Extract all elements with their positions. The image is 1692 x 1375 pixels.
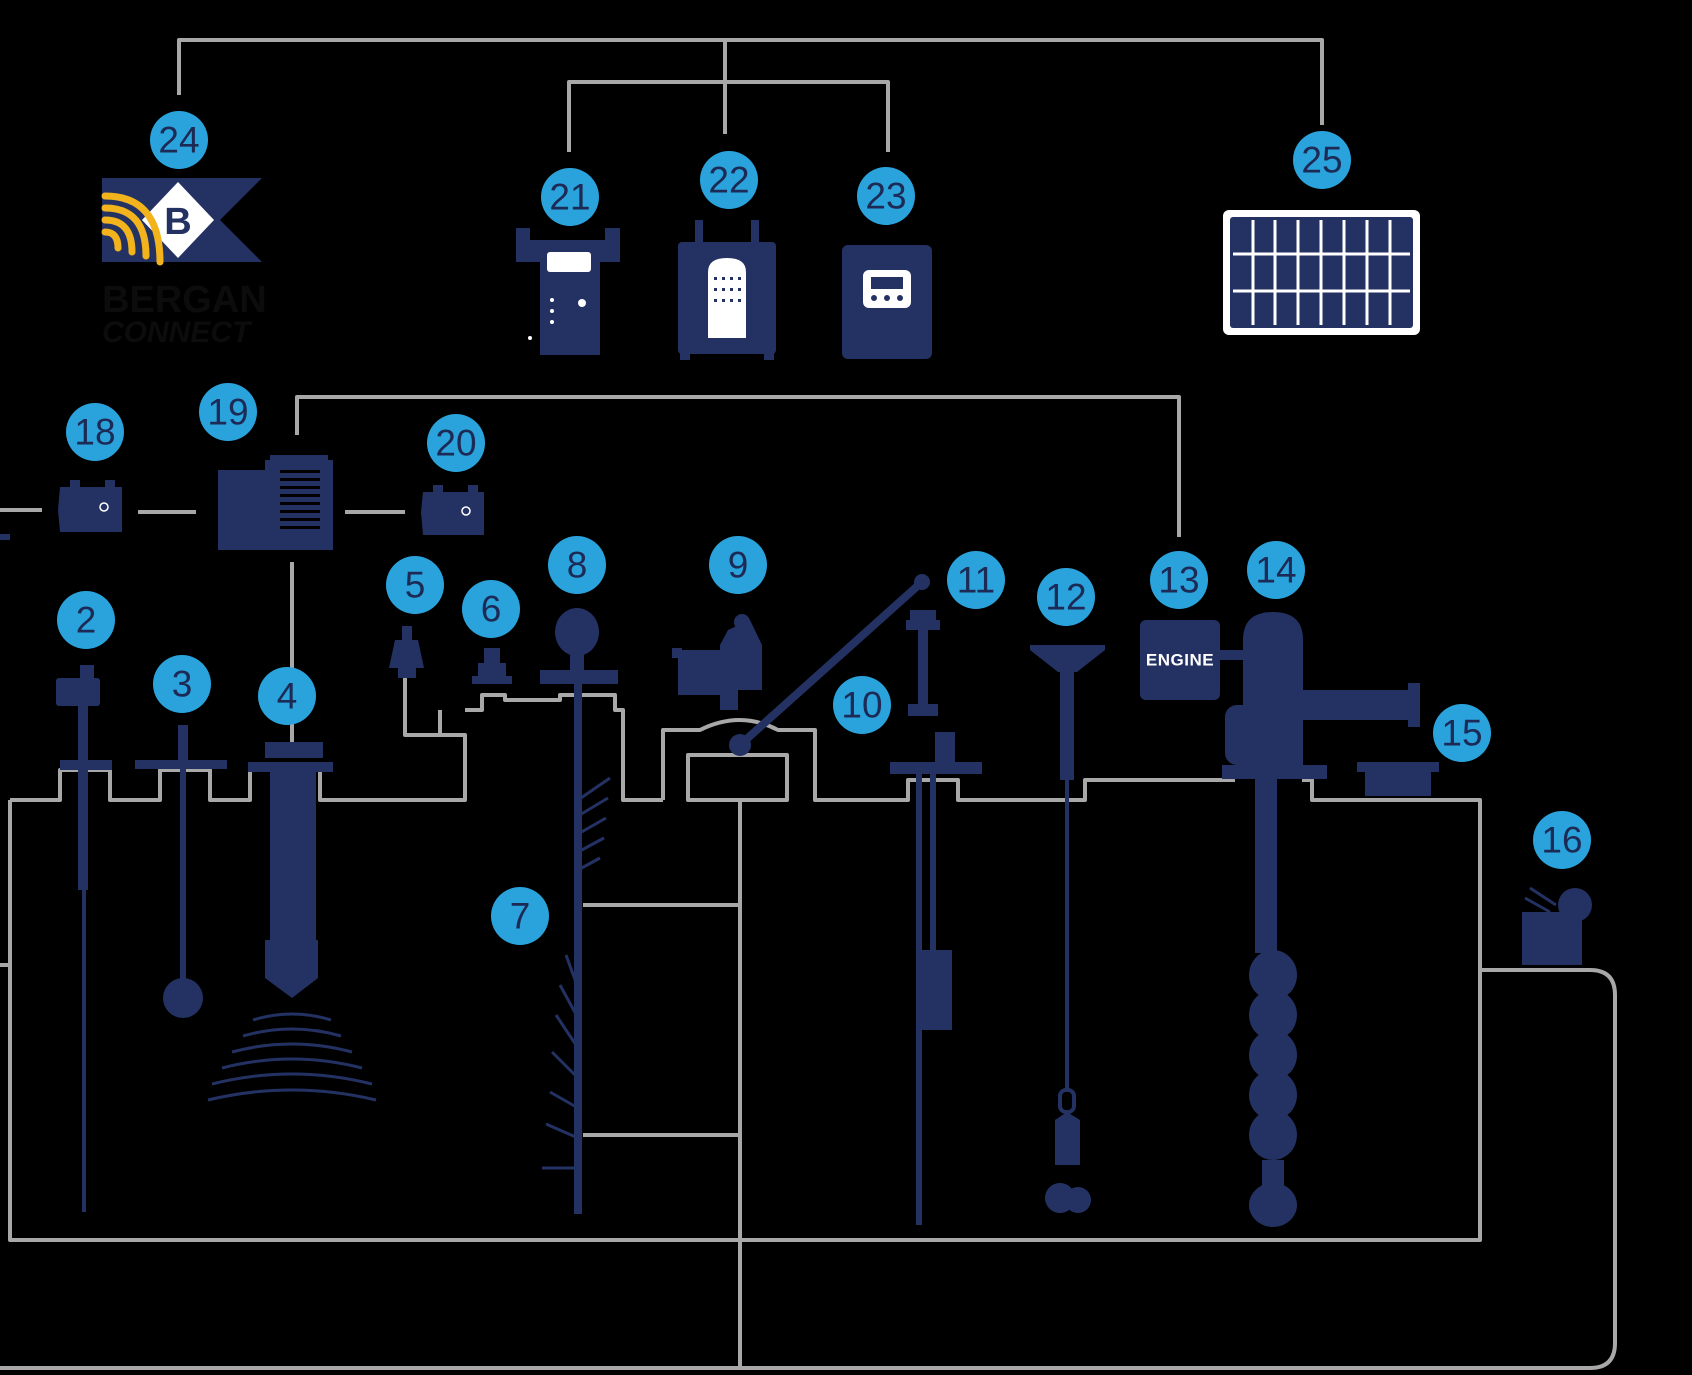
badge-15: 15 [1433, 704, 1491, 762]
svg-text:25: 25 [1301, 140, 1342, 181]
float-switch-3 [135, 725, 227, 1018]
svg-text:10: 10 [841, 685, 882, 726]
svg-text:20: 20 [435, 423, 476, 464]
svg-text:6: 6 [481, 589, 502, 630]
svg-text:5: 5 [405, 565, 426, 606]
svg-text:14: 14 [1255, 550, 1296, 591]
monitor-21 [516, 228, 620, 355]
svg-text:13: 13 [1158, 560, 1199, 601]
return-loop [0, 968, 1617, 1370]
monitor-23 [842, 245, 932, 359]
bergan-connect-logo: B BERGAN CONNECT [101, 178, 267, 349]
badge-12: 12 [1037, 568, 1095, 626]
wifi-icon [101, 192, 164, 266]
probe-7 [542, 684, 611, 1214]
badge-25: 25 [1293, 131, 1351, 189]
vent-5 [389, 626, 424, 678]
suction-arm-10 [729, 574, 930, 756]
top-network-line [177, 38, 1324, 125]
tank-outline [8, 778, 1482, 1242]
svg-text:3: 3 [172, 664, 193, 705]
svg-text:2: 2 [76, 600, 97, 641]
tank-15 [1357, 762, 1439, 796]
badge-11: 11 [947, 551, 1005, 609]
badge-9: 9 [709, 536, 767, 594]
monitor-bracket-line [567, 80, 890, 152]
badge-13: 13 [1150, 551, 1208, 609]
monitor-22 [678, 220, 776, 360]
badge-21: 21 [541, 168, 599, 226]
gauge-8 [540, 608, 618, 684]
engine-13: ENGINE [1140, 620, 1243, 700]
svg-text:18: 18 [74, 412, 115, 453]
sensor-box-20 [0, 485, 484, 540]
tank-top-mid [465, 693, 663, 802]
badge-2: 2 [57, 591, 115, 649]
badge-23: 23 [857, 167, 915, 225]
controller-19 [218, 455, 333, 550]
svg-text:19: 19 [207, 392, 248, 433]
logo-name: BERGAN [102, 279, 267, 321]
device-16 [1522, 886, 1592, 965]
svg-text:4: 4 [277, 676, 298, 717]
badge-20: 20 [427, 414, 485, 472]
pump-14 [1222, 612, 1420, 1227]
badge-10: 10 [833, 676, 891, 734]
svg-text:23: 23 [865, 176, 906, 217]
svg-text:24: 24 [158, 120, 199, 161]
svg-text:12: 12 [1045, 577, 1086, 618]
badge-24: 24 [150, 111, 208, 169]
badge-4: 4 [258, 667, 316, 725]
svg-text:16: 16 [1541, 820, 1582, 861]
valve-6 [472, 648, 512, 684]
badge-3: 3 [153, 655, 211, 713]
badge-16: 16 [1533, 811, 1591, 869]
float-12 [1030, 645, 1105, 1213]
svg-text:15: 15 [1441, 713, 1482, 754]
svg-text:21: 21 [549, 177, 590, 218]
badge-6: 6 [462, 580, 520, 638]
badge-5: 5 [386, 556, 444, 614]
probe-2 [56, 665, 112, 1212]
solar-panel-25 [1223, 210, 1420, 335]
badge-19: 19 [199, 383, 257, 441]
vent-pipe-5 [403, 675, 465, 737]
ultrasonic-sensor-4 [207, 742, 377, 1102]
logo-subname: CONNECT [102, 316, 253, 349]
svg-text:9: 9 [728, 545, 749, 586]
svg-text:22: 22 [708, 160, 749, 201]
sump-box [686, 753, 789, 802]
badge-18: 18 [66, 403, 124, 461]
controller-engine-line [295, 395, 1181, 537]
riser-branches [583, 903, 740, 1137]
svg-text:7: 7 [510, 896, 531, 937]
svg-text:11: 11 [957, 560, 995, 601]
badge-14: 14 [1247, 541, 1305, 599]
svg-text:8: 8 [567, 545, 588, 586]
number-badges: 2 3 4 5 6 7 8 9 10 11 12 13 14 15 16 18 … [57, 111, 1591, 945]
badge-8: 8 [548, 536, 606, 594]
engine-label: ENGINE [1146, 651, 1214, 670]
badge-22: 22 [700, 151, 758, 209]
sensor-box-18 [58, 480, 122, 532]
pump-9 [672, 614, 762, 710]
badge-7: 7 [491, 887, 549, 945]
probe-11 [890, 610, 982, 1225]
logo-letter: B [164, 201, 191, 243]
